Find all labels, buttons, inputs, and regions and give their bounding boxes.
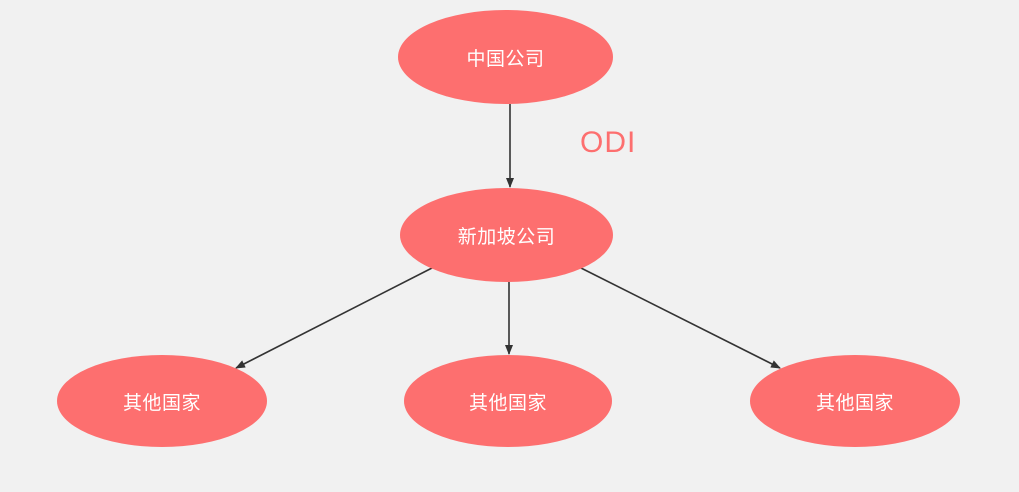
node-label: 其他国家 — [122, 391, 201, 414]
node-label: 其他国家 — [815, 391, 894, 414]
node-other-country-2: 其他国家 — [404, 355, 612, 447]
edge-label-odi: ODI — [580, 126, 637, 159]
node-other-country-1: 其他国家 — [57, 355, 267, 447]
node-singapore-company: 新加坡公司 — [400, 188, 613, 282]
edge-middle-to-child-1 — [235, 267, 433, 369]
edge-middle-to-child-3 — [580, 267, 781, 369]
node-label: 其他国家 — [468, 391, 547, 414]
node-other-country-3: 其他国家 — [750, 355, 960, 447]
node-label: 中国公司 — [466, 47, 545, 70]
node-label: 新加坡公司 — [457, 225, 556, 248]
node-china-company: 中国公司 — [398, 10, 613, 104]
